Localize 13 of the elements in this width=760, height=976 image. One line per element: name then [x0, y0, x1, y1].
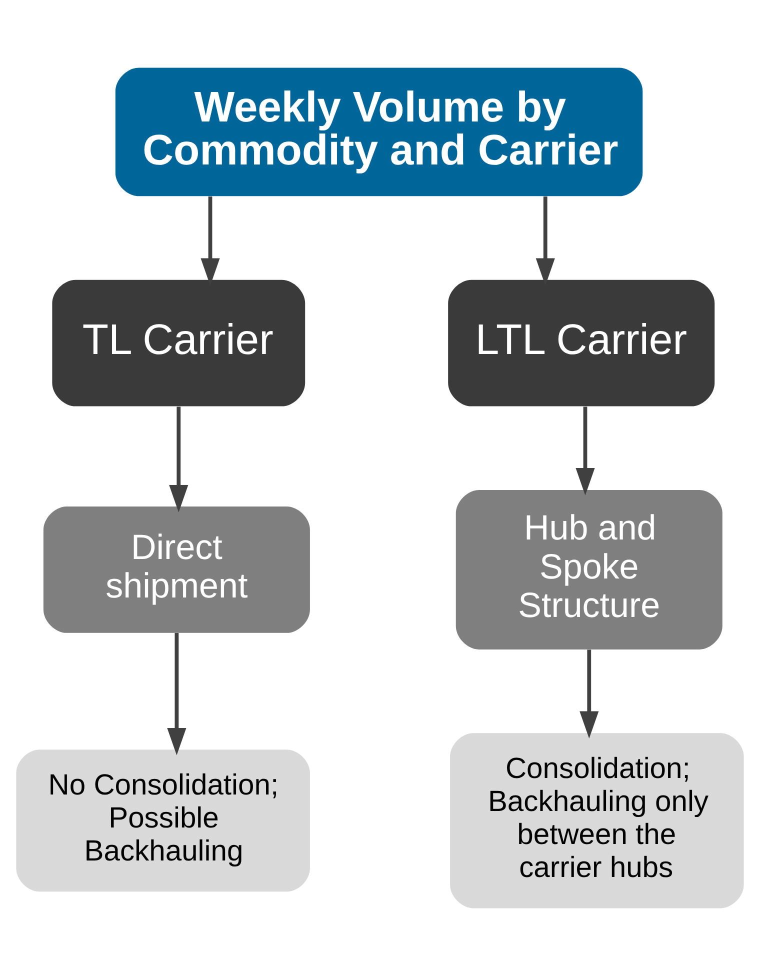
- arrow: [576, 406, 595, 496]
- node-box: Hub and Spoke Structure: [456, 490, 722, 650]
- node-box: Consolidation; Backhauling only between the carrier hubs: [450, 733, 744, 908]
- node-box: Weekly Volume by Commodity and Carrier: [115, 68, 643, 196]
- node-box: Direct shipment: [43, 506, 310, 633]
- arrow: [580, 650, 599, 739]
- arrow: [200, 196, 220, 286]
- arrow: [169, 406, 188, 512]
- node-box: TL Carrier: [52, 280, 306, 406]
- arrow: [167, 633, 186, 756]
- node-box: LTL Carrier: [448, 280, 715, 406]
- node-box: No Consolidation; Possible Backhauling: [16, 750, 310, 892]
- arrow: [536, 196, 555, 286]
